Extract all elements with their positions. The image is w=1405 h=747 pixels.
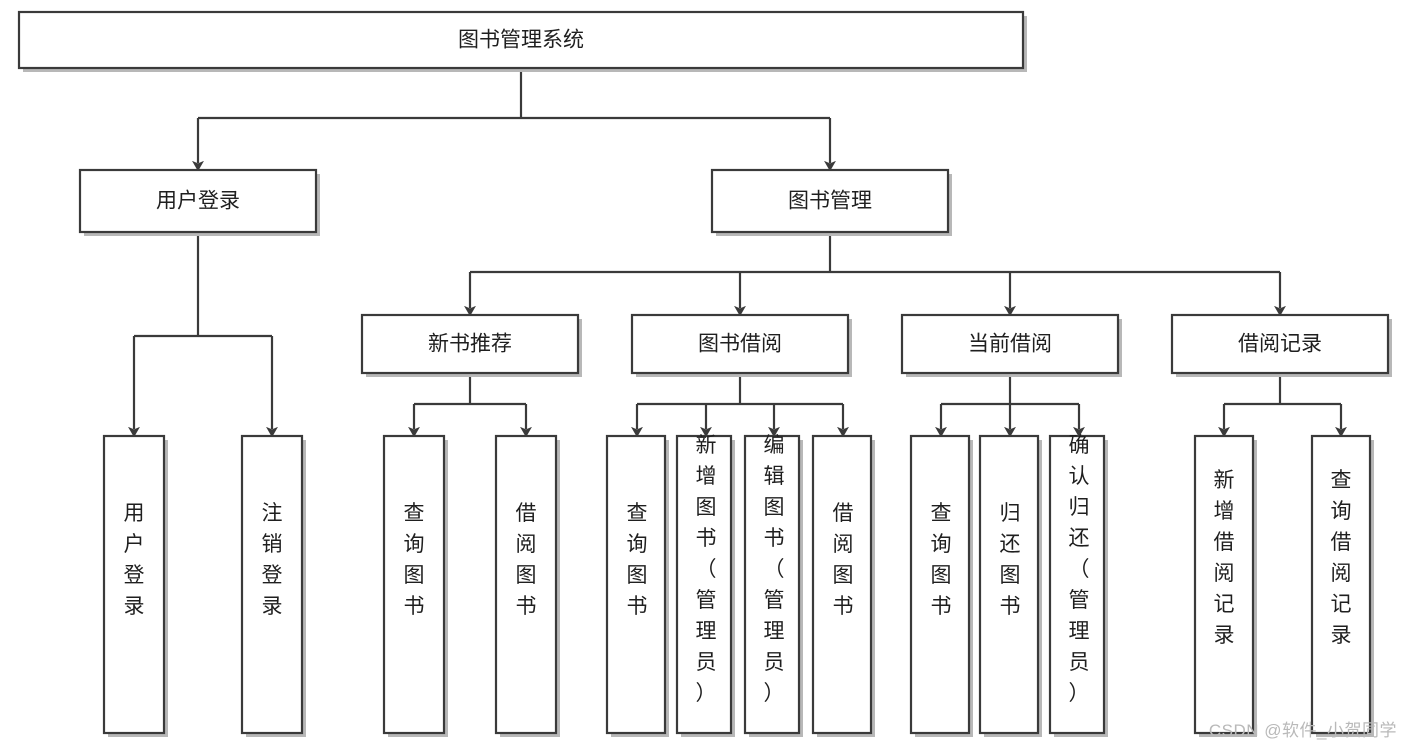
node-leaf7[interactable]: 编辑图书（管理员） bbox=[743, 434, 803, 737]
node-root-box[interactable] bbox=[17, 10, 1025, 70]
node-leaf8[interactable]: 借阅图书 bbox=[811, 434, 875, 737]
node-leaf13[interactable]: 查询借阅记录 bbox=[1310, 434, 1374, 737]
node-leaf4-label: 借阅图书 bbox=[516, 502, 537, 618]
node-leaf11-label: 确认归还（管理员） bbox=[1069, 434, 1090, 705]
node-leaf13-label: 查询借阅记录 bbox=[1331, 469, 1352, 647]
connector-group-borrow-to-leaves bbox=[631, 375, 849, 438]
node-records[interactable]: 借阅记录 bbox=[1170, 313, 1392, 377]
node-newbook-label: 新书推荐 bbox=[428, 333, 512, 356]
node-login-label: 用户登录 bbox=[156, 190, 240, 213]
node-leaf9[interactable]: 查询图书 bbox=[909, 434, 973, 737]
node-leaf11[interactable]: 确认归还（管理员） bbox=[1048, 434, 1108, 737]
node-bookmgmt[interactable]: 图书管理 bbox=[710, 168, 952, 236]
node-leaf1[interactable]: 用户登录 bbox=[102, 434, 168, 737]
node-leaf8-box[interactable] bbox=[811, 434, 873, 735]
node-borrow-box[interactable] bbox=[630, 313, 850, 375]
node-leaf5-label: 查询图书 bbox=[627, 502, 648, 618]
node-root[interactable]: 图书管理系统 bbox=[17, 10, 1027, 72]
node-borrow[interactable]: 图书借阅 bbox=[630, 313, 852, 377]
node-newbook-box[interactable] bbox=[360, 313, 580, 375]
node-leaf2-label: 注销登录 bbox=[262, 502, 283, 618]
node-leaf10-box[interactable] bbox=[978, 434, 1040, 735]
node-current-label: 当前借阅 bbox=[968, 333, 1052, 356]
node-leaf4-box[interactable] bbox=[494, 434, 558, 735]
node-leaf13-box[interactable] bbox=[1310, 434, 1372, 735]
node-leaf5-box[interactable] bbox=[605, 434, 667, 735]
node-bookmgmt-box[interactable] bbox=[710, 168, 950, 234]
node-leaf6-box[interactable] bbox=[675, 434, 733, 735]
node-leaf3[interactable]: 查询图书 bbox=[382, 434, 448, 737]
node-bookmgmt-label: 图书管理 bbox=[788, 190, 872, 213]
node-leaf9-label: 查询图书 bbox=[931, 502, 952, 618]
node-leaf12[interactable]: 新增借阅记录 bbox=[1193, 434, 1257, 737]
node-records-box[interactable] bbox=[1170, 313, 1390, 375]
node-newbook[interactable]: 新书推荐 bbox=[360, 313, 582, 377]
node-leaf7-box[interactable] bbox=[743, 434, 801, 735]
csdn-watermark: CSDN @软件_小贺同学 bbox=[1208, 721, 1397, 740]
node-leaf1-label: 用户登录 bbox=[124, 502, 145, 618]
node-leaf9-box[interactable] bbox=[909, 434, 971, 735]
node-leaf7-label: 编辑图书（管理员） bbox=[764, 434, 785, 705]
node-leaf10[interactable]: 归还图书 bbox=[978, 434, 1042, 737]
node-leaf2[interactable]: 注销登录 bbox=[240, 434, 306, 737]
connector-group-login-to-leaves bbox=[128, 232, 278, 438]
node-current-box[interactable] bbox=[900, 313, 1120, 375]
node-leaf1-box[interactable] bbox=[102, 434, 166, 735]
node-leaf8-label: 借阅图书 bbox=[833, 502, 854, 618]
node-leaf12-box[interactable] bbox=[1193, 434, 1255, 735]
node-leaf5[interactable]: 查询图书 bbox=[605, 434, 669, 737]
node-borrow-label: 图书借阅 bbox=[698, 333, 782, 356]
connector-group-bookmgmt-to-level3 bbox=[464, 232, 1286, 317]
node-leaf6[interactable]: 新增图书（管理员） bbox=[675, 434, 735, 737]
node-leaf3-box[interactable] bbox=[382, 434, 446, 735]
node-leaf6-label: 新增图书（管理员） bbox=[696, 434, 717, 705]
node-leaf4[interactable]: 借阅图书 bbox=[494, 434, 560, 737]
node-current[interactable]: 当前借阅 bbox=[900, 313, 1122, 377]
connector-group-current-to-leaves bbox=[935, 375, 1085, 438]
connector-group-root-to-level2 bbox=[192, 68, 836, 172]
node-leaf2-box[interactable] bbox=[240, 434, 304, 735]
node-leaf10-label: 归还图书 bbox=[1000, 502, 1021, 618]
node-records-label: 借阅记录 bbox=[1238, 333, 1322, 356]
node-leaf3-label: 查询图书 bbox=[404, 502, 425, 618]
connector-group-records-to-leaves bbox=[1218, 375, 1347, 438]
node-root-label: 图书管理系统 bbox=[458, 29, 584, 52]
node-leaf11-box[interactable] bbox=[1048, 434, 1106, 735]
node-login-box[interactable] bbox=[78, 168, 318, 234]
node-leaf12-label: 新增借阅记录 bbox=[1214, 469, 1235, 647]
connector-group-newbook-to-leaves bbox=[408, 375, 532, 438]
node-login[interactable]: 用户登录 bbox=[78, 168, 320, 236]
